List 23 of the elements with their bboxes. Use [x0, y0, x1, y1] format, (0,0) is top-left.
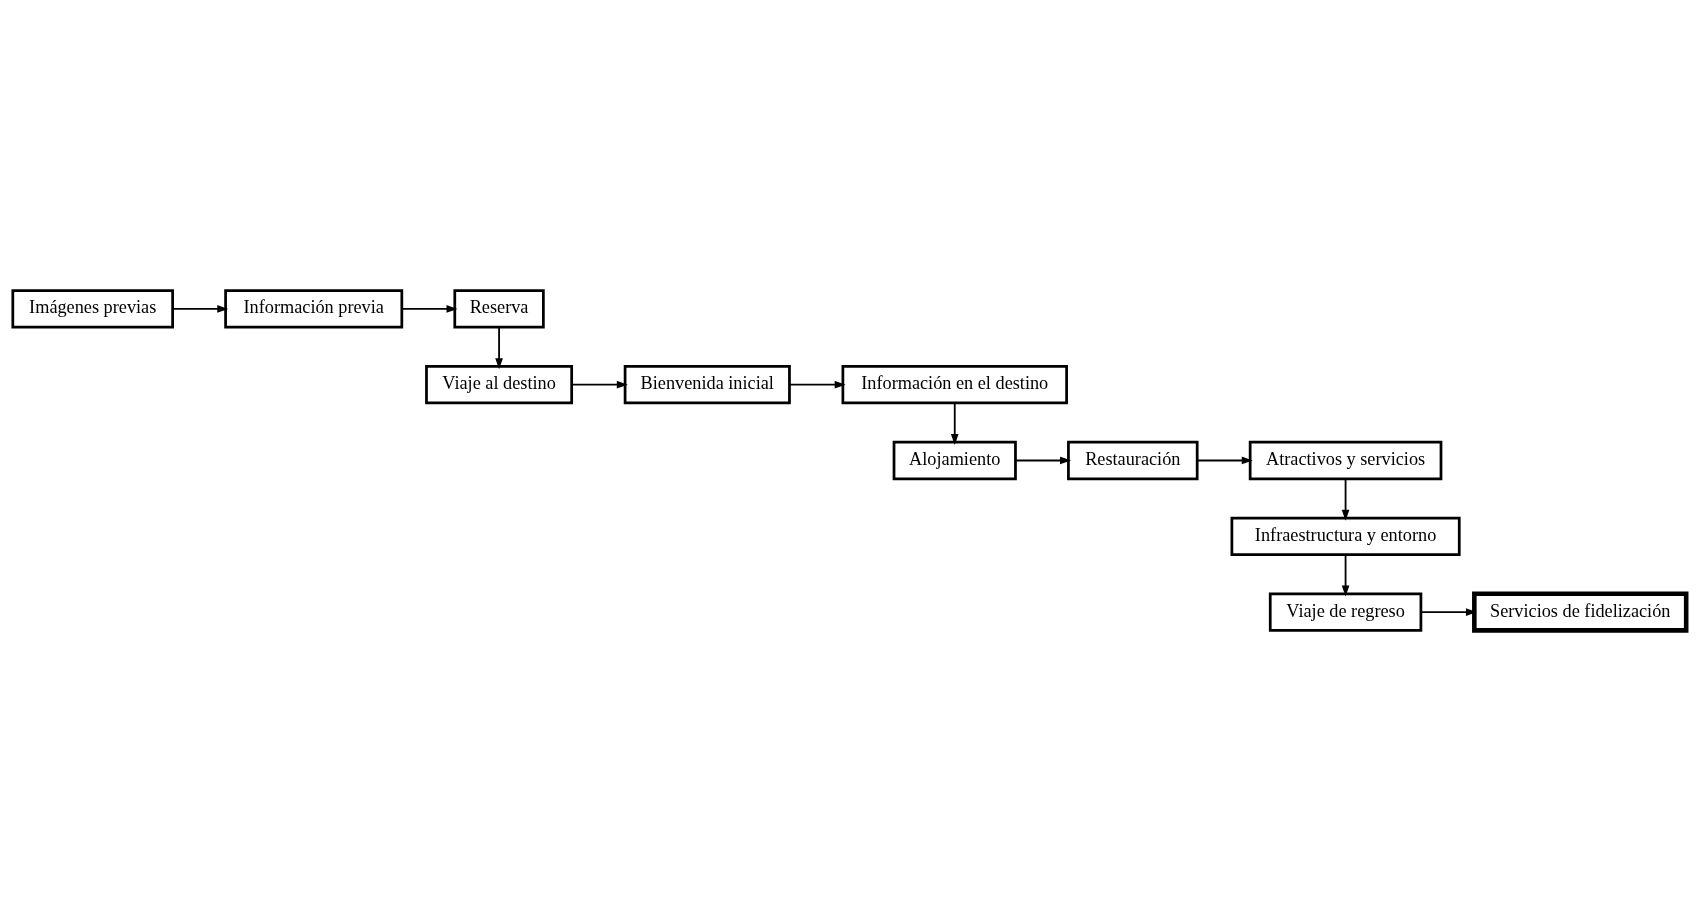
- arrow: [1341, 478, 1350, 521]
- node-box: Reserva: [453, 289, 545, 329]
- arrow: [950, 402, 959, 445]
- node-box: Bienvenida inicial: [623, 365, 791, 405]
- node-box: Información en el destino: [841, 365, 1068, 405]
- arrow: [1341, 553, 1350, 597]
- node-box: Viaje de regreso: [1268, 592, 1423, 632]
- arrow: [1014, 456, 1072, 465]
- arrow: [1420, 608, 1477, 616]
- node-box: Alojamiento: [892, 440, 1017, 481]
- arrow: [788, 380, 846, 389]
- arrow: [172, 305, 229, 313]
- node-box: Información previa: [224, 289, 404, 329]
- arrow: [401, 305, 458, 313]
- node-box: Atractivos y servicios: [1248, 440, 1443, 481]
- node-box: Servicios de fidelización: [1472, 591, 1689, 633]
- node-box: Viaje al destino: [425, 365, 574, 405]
- arrow: [495, 326, 503, 370]
- node-box: Restauración: [1067, 440, 1199, 481]
- node-box: Infraestructura y entorno: [1230, 516, 1461, 556]
- node-box: Imágenes previas: [11, 289, 174, 329]
- arrow: [1196, 456, 1253, 465]
- arrow: [570, 380, 628, 389]
